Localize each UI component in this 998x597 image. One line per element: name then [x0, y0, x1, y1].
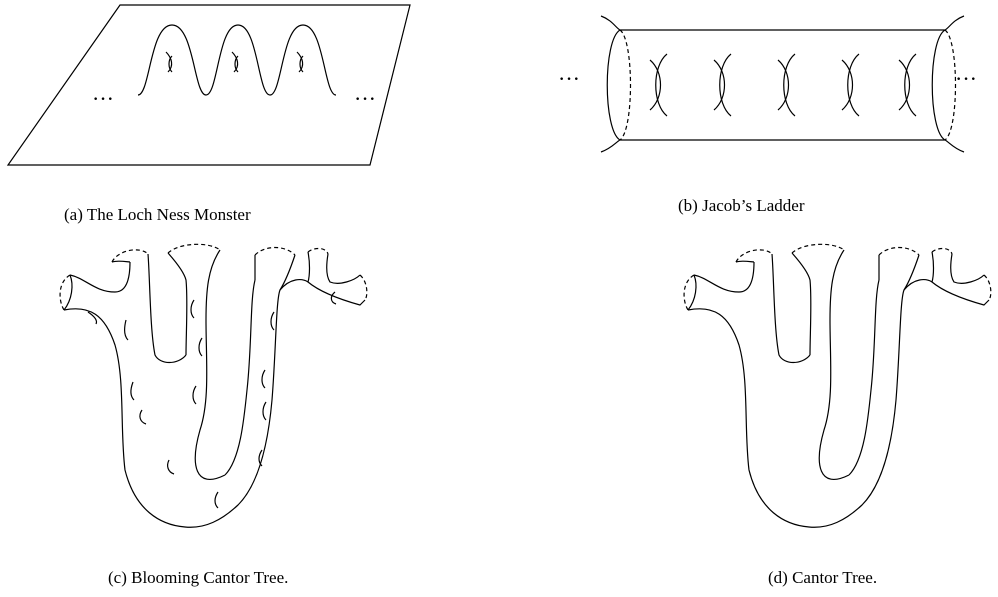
- caption-jacobs-ladder: (b) Jacob’s Ladder: [678, 196, 805, 215]
- blooming-cantor-tree-figure: [59, 243, 368, 528]
- blooming-cantor-genus-marks: [87, 291, 337, 509]
- jacobs-ladder-right-ellipsis: ···: [955, 66, 977, 91]
- caption-blooming-cantor-tree: (c) Blooming Cantor Tree.: [108, 568, 289, 587]
- loch-ness-plane: [6, 4, 411, 166]
- caption-cantor-tree: (d) Cantor Tree.: [768, 568, 878, 587]
- caption-loch-ness-monster: (a) The Loch Ness Monster: [64, 205, 251, 224]
- jacobs-ladder-figure: ··· ···: [558, 15, 977, 153]
- loch-ness-left-ellipsis: ···: [92, 86, 114, 111]
- loch-ness-handles: [137, 24, 337, 96]
- loch-ness-right-ellipsis: ···: [354, 86, 376, 111]
- jacobs-ladder-handles: [649, 53, 917, 117]
- cantor-tree-figure: [683, 243, 992, 528]
- jacobs-ladder-left-ellipsis: ···: [558, 66, 580, 91]
